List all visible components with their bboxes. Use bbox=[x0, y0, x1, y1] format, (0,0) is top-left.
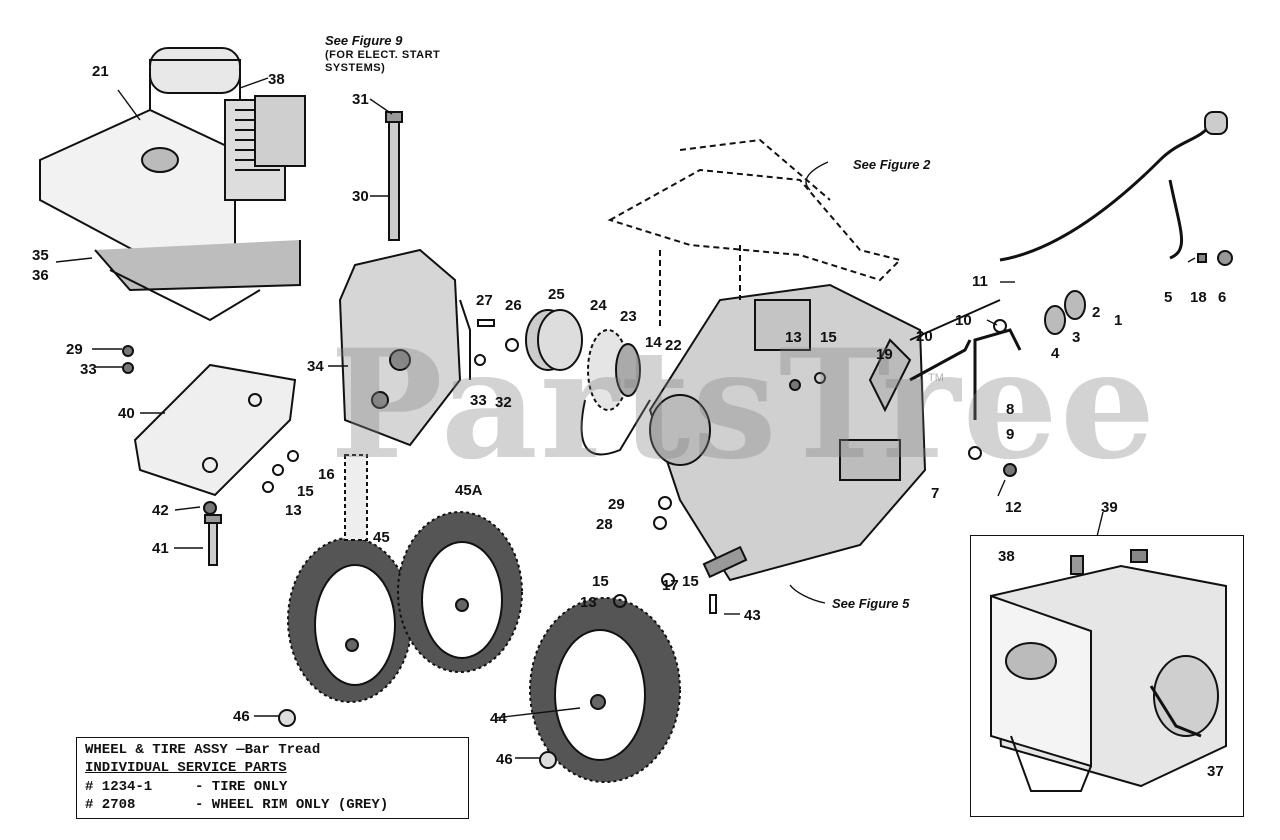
part-label: 12 bbox=[1005, 499, 1022, 516]
part-label: 15 bbox=[682, 573, 699, 590]
callout-figure-9: See Figure 9 (FOR ELECT. START SYSTEMS) bbox=[325, 33, 441, 74]
service-parts-table: WHEEL & TIRE ASSY —Bar Tread INDIVIDUAL … bbox=[76, 737, 469, 819]
part-label: 25 bbox=[548, 286, 565, 303]
part-label: 14 bbox=[645, 334, 662, 351]
wheel-44 bbox=[529, 597, 681, 783]
part-label: 42 bbox=[152, 502, 169, 519]
part-label: 15 bbox=[820, 329, 837, 346]
callout-figure-9-sub1: (FOR ELECT. START bbox=[325, 48, 441, 61]
part-label: 33 bbox=[80, 361, 97, 378]
parts-table-row: # 2708 - WHEEL RIM ONLY (GREY) bbox=[85, 797, 388, 813]
callout-figure-9-sub2: SYSTEMS) bbox=[325, 61, 386, 74]
part-description: - WHEEL RIM ONLY (GREY) bbox=[195, 797, 389, 813]
part-label: 18 bbox=[1190, 289, 1207, 306]
part-label: 26 bbox=[505, 297, 522, 314]
part-label: 28 bbox=[596, 516, 613, 533]
part-label: 40 bbox=[118, 405, 135, 422]
transmission-housing bbox=[648, 283, 927, 582]
part-label: 15 bbox=[297, 483, 314, 500]
part-number: # 2708 bbox=[85, 797, 136, 813]
part-label: 38 bbox=[998, 548, 1015, 565]
part-label: 24 bbox=[590, 297, 607, 314]
part-label: 27 bbox=[476, 292, 493, 309]
part-label: 17 bbox=[662, 577, 679, 594]
parts-table-subtitle: INDIVIDUAL SERVICE PARTS bbox=[85, 760, 287, 776]
part-label: 41 bbox=[152, 540, 169, 557]
parts-table-row: # 1234-1 - TIRE ONLY bbox=[85, 779, 287, 795]
part-label: 23 bbox=[620, 308, 637, 325]
part-label: 38 bbox=[268, 71, 285, 88]
part-label: 20 bbox=[916, 328, 933, 345]
part-label: 2 bbox=[1092, 304, 1101, 321]
part-label: 22 bbox=[665, 337, 682, 354]
part-label: 34 bbox=[307, 358, 324, 375]
wheel-45 bbox=[287, 537, 413, 703]
part-label: 29 bbox=[66, 341, 83, 358]
watermark: PartsTree bbox=[330, 317, 1158, 493]
parts-table-title: WHEEL & TIRE ASSY —Bar Tread bbox=[85, 742, 321, 758]
part-label: 13 bbox=[580, 594, 597, 611]
part-label: 39 bbox=[1101, 499, 1118, 516]
part-label: 11 bbox=[972, 273, 988, 290]
part-label: 19 bbox=[876, 346, 893, 363]
part-label: 36 bbox=[32, 267, 49, 284]
pulley-stack bbox=[525, 309, 651, 456]
bolts bbox=[204, 111, 403, 566]
gear-housing bbox=[338, 248, 471, 447]
part-label: 45 bbox=[373, 529, 390, 546]
part-label: 21 bbox=[92, 63, 109, 80]
inset-engine-panel: 38 39 37 bbox=[970, 500, 1244, 817]
trademark-mark: TM bbox=[928, 372, 944, 384]
part-label: 30 bbox=[352, 188, 369, 205]
part-label: 4 bbox=[1051, 345, 1060, 362]
part-label: 16 bbox=[318, 466, 335, 483]
part-label: 3 bbox=[1072, 329, 1081, 346]
part-label: 6 bbox=[1218, 289, 1227, 306]
part-label: 43 bbox=[744, 607, 761, 624]
wheel-45a bbox=[397, 511, 523, 673]
control-cable bbox=[999, 111, 1233, 266]
part-label: 13 bbox=[285, 502, 302, 519]
part-label: 31 bbox=[352, 91, 369, 108]
callout-figure-5: See Figure 5 bbox=[832, 596, 910, 611]
mount-plate bbox=[133, 363, 297, 497]
small-hardware bbox=[122, 319, 1017, 769]
engine-assembly bbox=[39, 47, 306, 322]
part-label: 33 bbox=[470, 392, 487, 409]
part-label: 46 bbox=[233, 708, 250, 725]
callout-figure-2: See Figure 2 bbox=[853, 157, 931, 172]
part-label: 29 bbox=[608, 496, 625, 513]
callout-figure-9-text: See Figure 9 bbox=[325, 33, 403, 48]
shift-linkage bbox=[909, 290, 1086, 420]
part-description: - TIRE ONLY bbox=[195, 779, 288, 795]
inset-engine-drawing bbox=[989, 549, 1227, 792]
part-label: 44 bbox=[490, 710, 507, 727]
part-label: 1 bbox=[1114, 312, 1123, 329]
part-label: 46 bbox=[496, 751, 513, 768]
part-label: 32 bbox=[495, 394, 512, 411]
part-label: 5 bbox=[1164, 289, 1173, 306]
part-label: 9 bbox=[1006, 426, 1015, 443]
part-label: 8 bbox=[1006, 401, 1015, 418]
part-label: 10 bbox=[955, 312, 972, 329]
part-label: 45A bbox=[455, 482, 483, 499]
part-number: # 1234-1 bbox=[85, 779, 153, 795]
part-label: 15 bbox=[592, 573, 609, 590]
part-label: 37 bbox=[1207, 763, 1224, 780]
part-label: 7 bbox=[931, 485, 940, 502]
part-label: 35 bbox=[32, 247, 49, 264]
part-label: 13 bbox=[785, 329, 802, 346]
